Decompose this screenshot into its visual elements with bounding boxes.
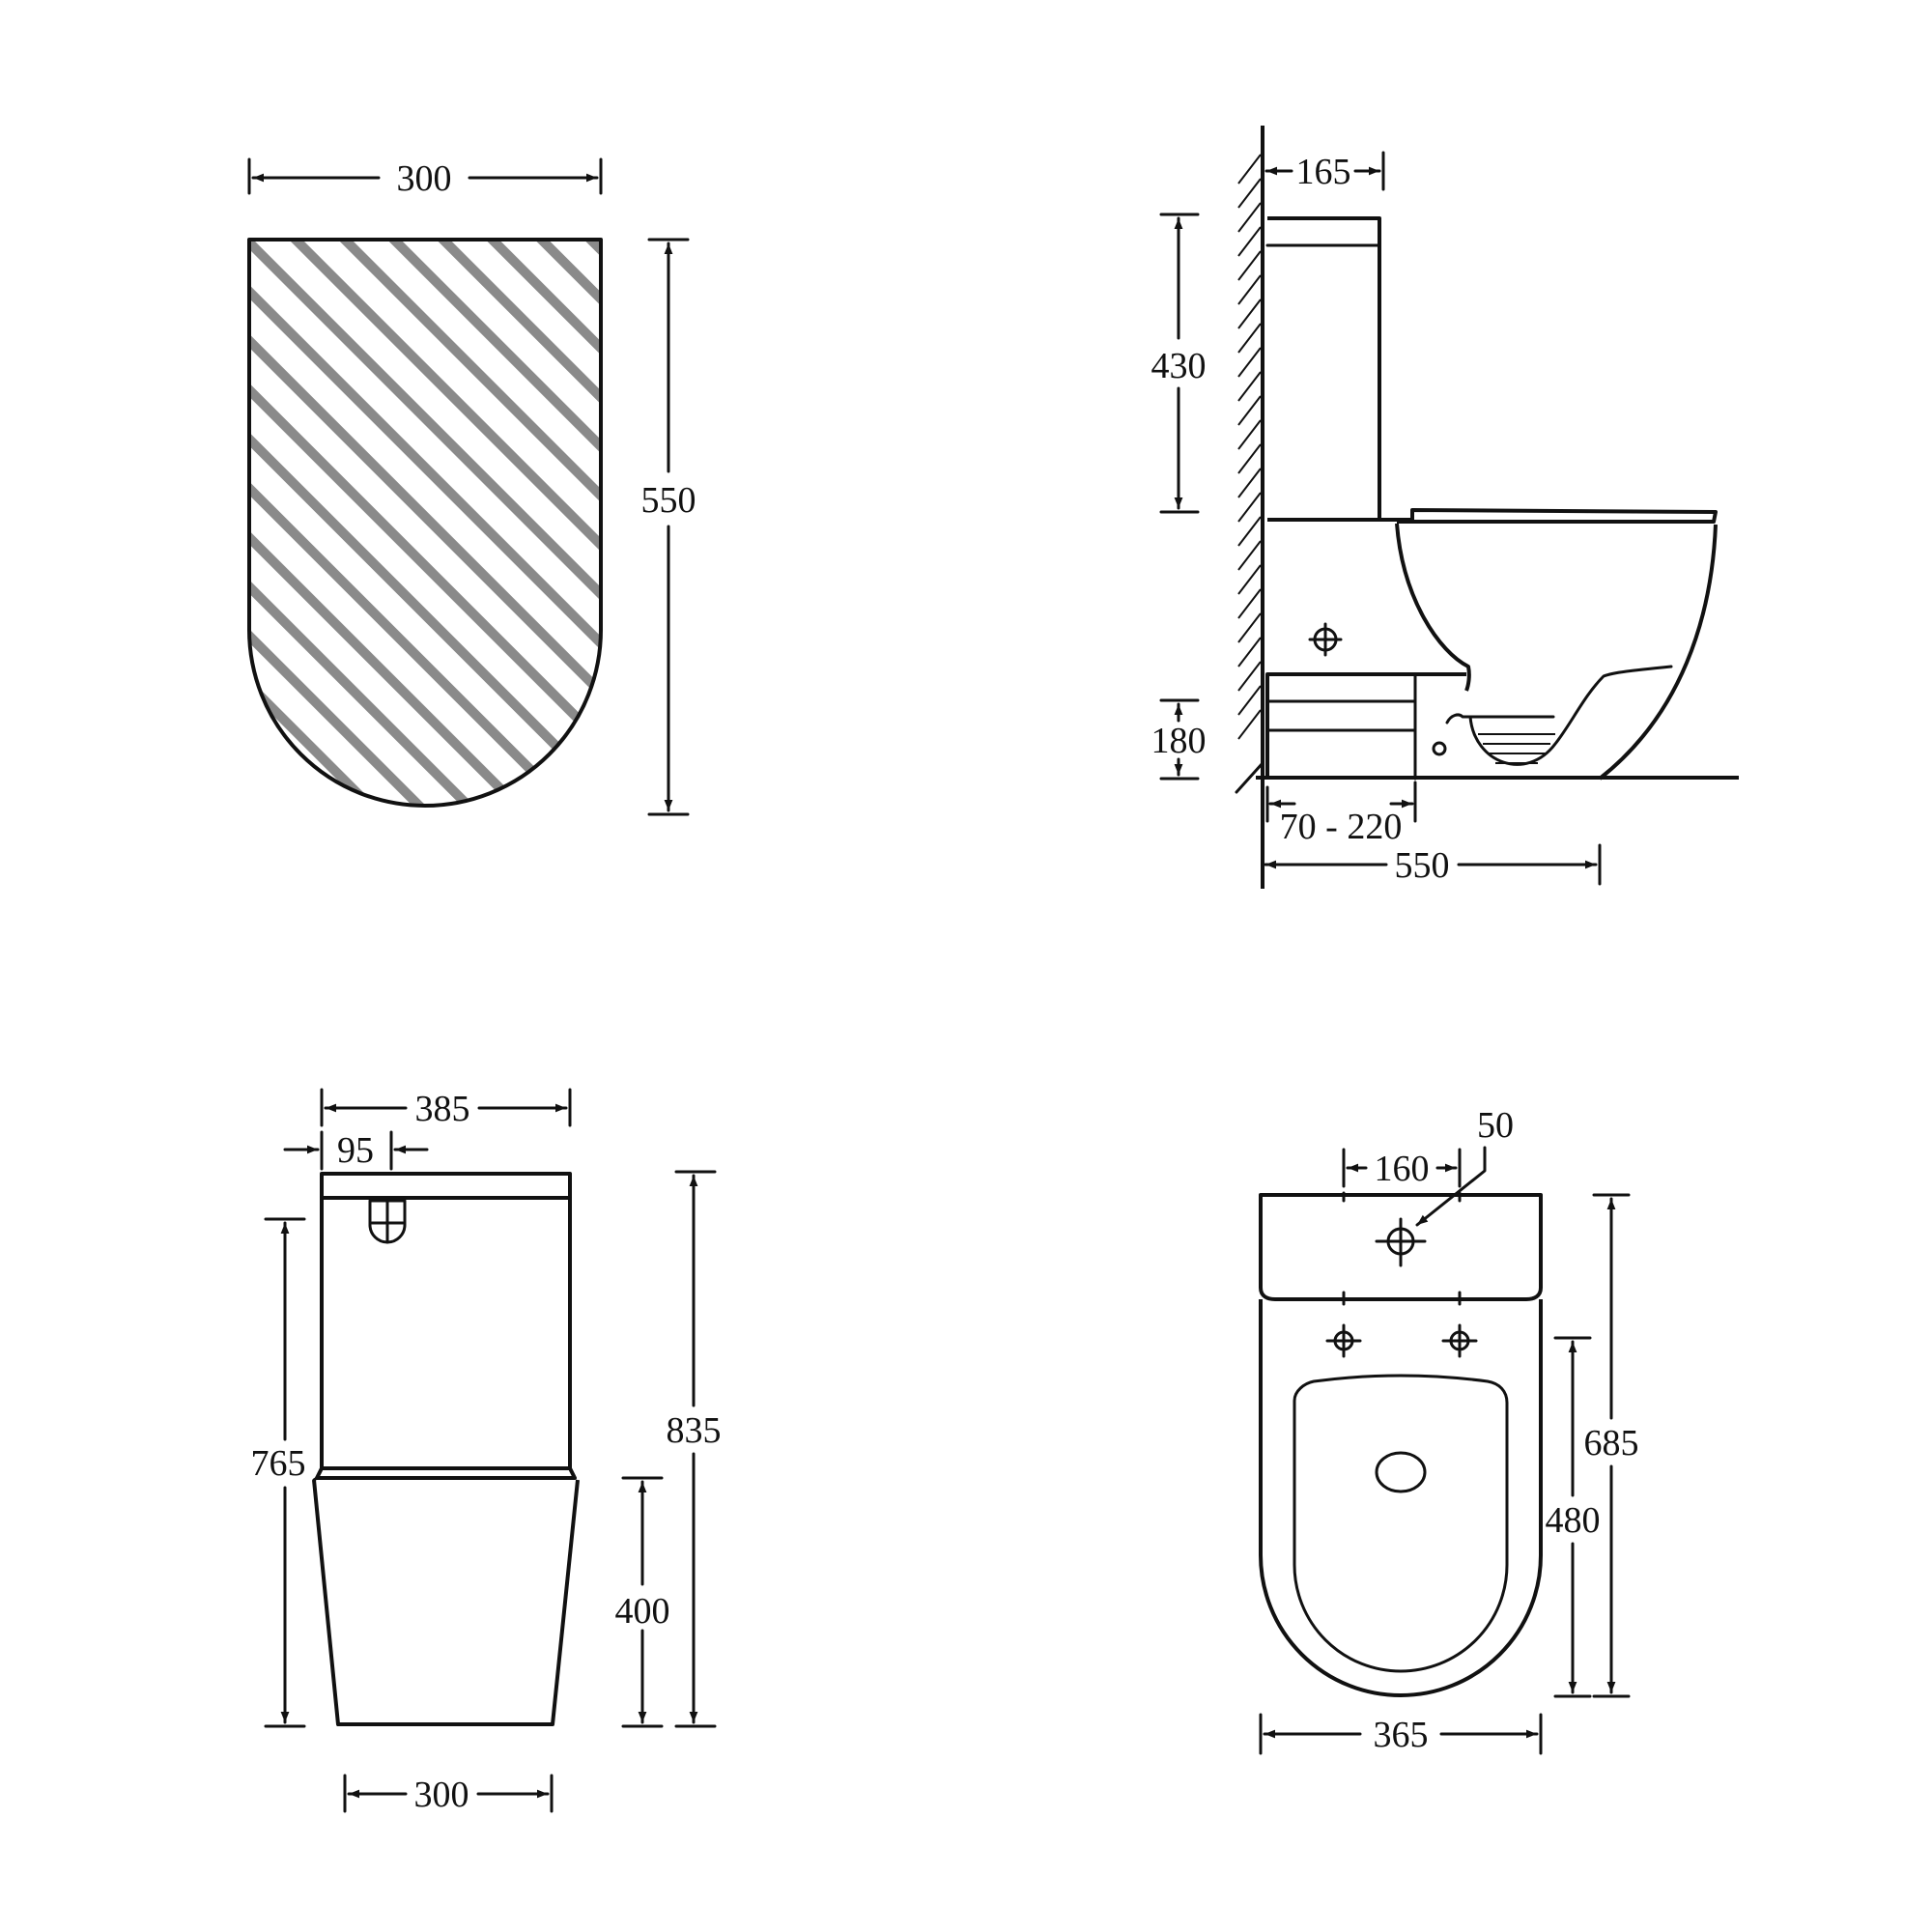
bowl-width-label: 365 — [1374, 1715, 1429, 1755]
button-offset-dimension: 95 — [283, 1130, 429, 1171]
footprint-shape — [247, 238, 603, 808]
side-cistern — [1265, 216, 1381, 522]
outlet-height-dimension: 180 — [1151, 698, 1207, 781]
total-length-label: 685 — [1584, 1423, 1639, 1463]
seat-fixing-marker-right — [1441, 1323, 1478, 1358]
footprint-depth-label: 550 — [641, 480, 696, 521]
cistern-depth-dimension: 165 — [1264, 151, 1385, 192]
top-view: 50 160 685 480 365 — [1259, 1105, 1639, 1755]
footprint-width-dimension: 300 — [247, 157, 603, 199]
cistern-height-dimension: 430 — [1151, 213, 1207, 514]
footprint-depth-dimension: 550 — [641, 238, 696, 816]
total-depth-label: 550 — [1395, 845, 1450, 886]
cistern-depth-label: 165 — [1296, 152, 1351, 192]
seat-height-dimension: 400 — [615, 1476, 670, 1728]
hole-diameter-label: 50 — [1477, 1105, 1514, 1146]
seat-fixing-marker-left — [1325, 1323, 1362, 1358]
total-length-dimension: 685 — [1584, 1193, 1639, 1698]
cistern-height-label: 430 — [1151, 346, 1207, 386]
total-height-label: 835 — [667, 1410, 722, 1451]
front-cistern — [320, 1172, 572, 1470]
tap-hole-marker — [1375, 1217, 1427, 1267]
outlet-height-label: 180 — [1151, 721, 1207, 761]
total-height-dimension: 835 — [667, 1170, 722, 1728]
outlet-setout-label: 70 - 220 — [1280, 807, 1403, 847]
side-inlet-marker — [1308, 622, 1343, 657]
footprint-width-label: 300 — [397, 158, 452, 199]
total-depth-dimension: 550 — [1264, 843, 1602, 886]
hole-spacing-dimension: 160 — [1342, 1148, 1462, 1189]
base-width-label: 300 — [414, 1775, 469, 1815]
wall — [1235, 126, 1264, 889]
height-to-button-dimension: 765 — [251, 1217, 306, 1728]
side-view: 165 430 180 70 - 220 550 — [1151, 126, 1739, 889]
side-pan — [1265, 508, 1718, 781]
height-to-button-label: 765 — [251, 1443, 306, 1484]
base-width-dimension: 300 — [343, 1774, 554, 1815]
button-offset-label: 95 — [337, 1130, 374, 1171]
seat-height-label: 400 — [615, 1591, 670, 1632]
bowl-length-label: 480 — [1546, 1500, 1601, 1541]
bowl-length-dimension: 480 — [1546, 1336, 1601, 1698]
hole-diameter-dimension: 50 — [1415, 1105, 1514, 1227]
front-pan — [312, 1467, 580, 1726]
cistern-width-dimension: 385 — [320, 1088, 572, 1129]
bowl-width-dimension: 365 — [1259, 1713, 1543, 1755]
top-outline — [1259, 1191, 1543, 1697]
outlet-setout-dimension: 70 - 220 — [1265, 781, 1417, 847]
cistern-width-label: 385 — [415, 1089, 470, 1129]
front-view: 385 95 765 — [251, 1088, 722, 1815]
hole-spacing-label: 160 — [1375, 1149, 1430, 1189]
footprint-view: 300 550 — [247, 157, 696, 816]
